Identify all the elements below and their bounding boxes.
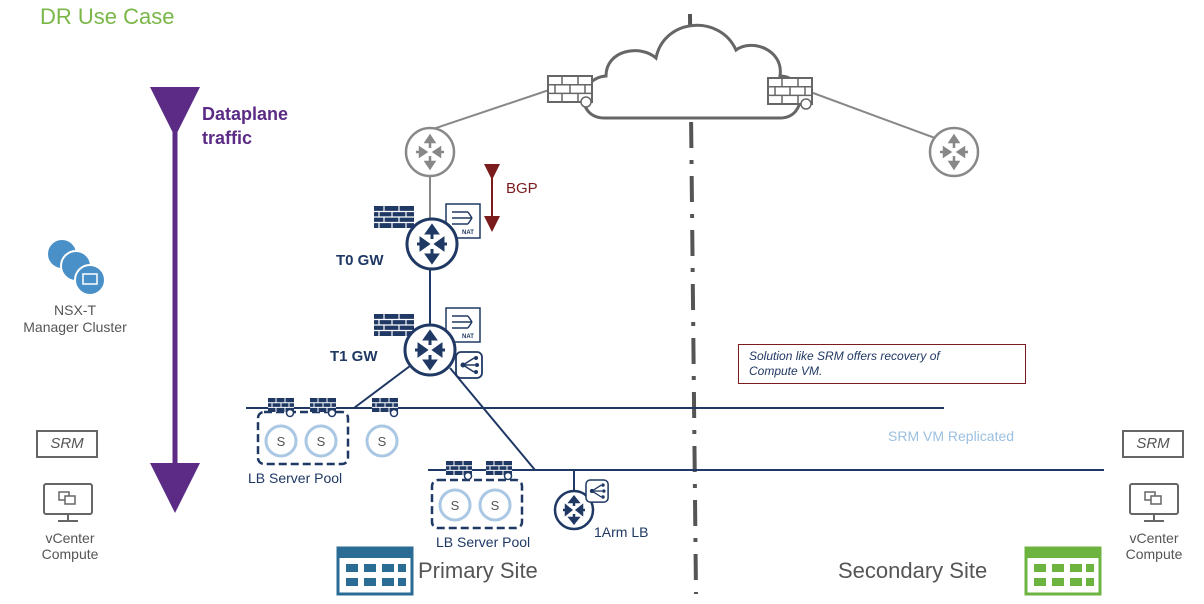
t0-gw-label: T0 GW bbox=[336, 252, 384, 269]
router-icon-primary-edge bbox=[404, 126, 456, 178]
note-line2: Compute VM. bbox=[749, 364, 823, 378]
t1-firewall-icon bbox=[373, 313, 415, 337]
link-router-firewall bbox=[429, 87, 556, 131]
one-arm-lb-icon bbox=[585, 479, 609, 503]
server-vm-icon bbox=[438, 488, 472, 522]
dataplane-label: Dataplane traffic bbox=[202, 102, 288, 150]
link-t1-segment2 bbox=[449, 367, 536, 471]
vcenter-monitor-icon-secondary bbox=[1129, 483, 1179, 522]
lb-server-pool-label-2: LB Server Pool bbox=[436, 534, 531, 550]
srm-box-secondary: SRM bbox=[1122, 430, 1184, 458]
site-divider bbox=[688, 13, 698, 595]
server-label: S bbox=[378, 434, 387, 449]
firewall-icon bbox=[485, 460, 513, 481]
dataplane-line1: Dataplane bbox=[202, 104, 289, 124]
nsx-manager-cluster-icon bbox=[46, 238, 106, 296]
server-vm-icon bbox=[478, 488, 512, 522]
one-arm-lb-router-icon bbox=[553, 489, 595, 531]
server-vm-icon bbox=[365, 424, 399, 458]
vcenter-label-primary: vCenter Compute bbox=[20, 530, 120, 562]
server-label: S bbox=[451, 498, 460, 513]
router-icon-secondary-edge bbox=[928, 126, 980, 178]
firewall-icon-right bbox=[767, 77, 813, 110]
nsx-manager-label: NSX-T Manager Cluster bbox=[8, 302, 142, 336]
firewall-icon bbox=[309, 397, 337, 418]
primary-site-building-icon bbox=[336, 546, 414, 596]
vcenter-line2: Compute bbox=[41, 546, 99, 562]
bgp-label: BGP bbox=[506, 180, 538, 197]
firewall-icon-left bbox=[547, 75, 593, 108]
vcenter-label-secondary: vCenter Compute bbox=[1104, 530, 1204, 562]
srm-replicated-label: SRM VM Replicated bbox=[888, 428, 1015, 444]
one-arm-lb-label: 1Arm LB bbox=[594, 524, 649, 540]
page-title: DR Use Case bbox=[40, 4, 175, 29]
nsx-line2: Manager Cluster bbox=[23, 319, 127, 335]
lb-server-pool-label-1: LB Server Pool bbox=[248, 470, 343, 486]
note-line1: Solution like SRM offers recovery of bbox=[749, 349, 940, 363]
primary-site-label: Primary Site bbox=[418, 558, 538, 583]
vcenter-line1: vCenter bbox=[1129, 530, 1179, 546]
server-vm-icon bbox=[264, 424, 298, 458]
firewall-icon bbox=[445, 460, 473, 481]
link-t1-segment1 bbox=[353, 365, 411, 409]
t0-firewall-icon bbox=[373, 205, 415, 229]
server-label: S bbox=[317, 434, 326, 449]
t1-gw-label: T1 GW bbox=[330, 348, 378, 365]
secondary-site-label: Secondary Site bbox=[838, 558, 988, 583]
server-label: S bbox=[277, 434, 286, 449]
t1-nat-label: NAT bbox=[462, 334, 474, 340]
lb-pool-box-2 bbox=[430, 478, 524, 530]
srm-box-primary: SRM bbox=[36, 430, 98, 458]
nsx-line1: NSX-T bbox=[54, 302, 96, 318]
dataplane-line2: traffic bbox=[202, 128, 253, 148]
secondary-site-building-icon bbox=[1024, 546, 1102, 596]
t0-gateway-icon bbox=[405, 217, 459, 271]
t1-lb-icon bbox=[455, 351, 483, 379]
vcenter-line2: Compute bbox=[1125, 546, 1183, 562]
lb-pool-box-1 bbox=[256, 410, 350, 466]
vcenter-line1: vCenter bbox=[45, 530, 95, 546]
t1-gateway-icon bbox=[403, 323, 457, 377]
srm-note: Solution like SRM offers recovery of Com… bbox=[738, 344, 1026, 384]
firewall-icon bbox=[267, 397, 295, 418]
firewall-icon bbox=[371, 397, 399, 418]
server-label: S bbox=[491, 498, 500, 513]
t0-nat-label: NAT bbox=[462, 230, 474, 236]
vcenter-monitor-icon-primary bbox=[43, 483, 93, 522]
server-vm-icon bbox=[304, 424, 338, 458]
link-firewall-router-right bbox=[804, 89, 936, 139]
